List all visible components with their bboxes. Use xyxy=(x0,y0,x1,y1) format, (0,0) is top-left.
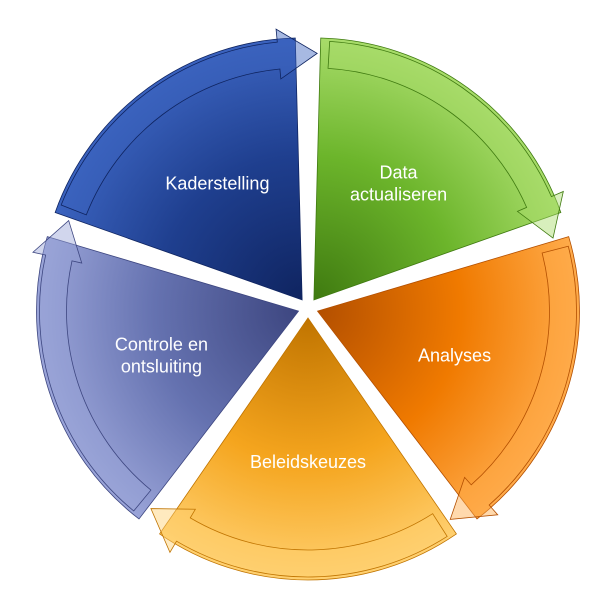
segment-wedge xyxy=(36,236,300,520)
segment-wedge xyxy=(316,236,580,520)
arrow-icon xyxy=(32,219,152,512)
segment-wedge xyxy=(54,37,303,301)
label-line: Analyses xyxy=(418,346,491,366)
segment-beleidskeuzes: Beleidskeuzes xyxy=(150,317,457,581)
segment-label: Kaderstelling xyxy=(165,173,269,193)
segment-label: Beleidskeuzes xyxy=(250,452,366,472)
arrow-icon xyxy=(449,245,577,520)
label-line: Kaderstelling xyxy=(165,173,269,193)
label-line: Beleidskeuzes xyxy=(250,452,366,472)
arrow-icon xyxy=(60,28,318,216)
segment-wedge xyxy=(159,317,457,581)
segment-kaderstelling: Kaderstelling xyxy=(54,28,318,301)
arrow-icon xyxy=(150,508,448,578)
label-line: ontsluiting xyxy=(121,357,202,377)
segment-label: Analyses xyxy=(418,346,491,366)
label-line: Data xyxy=(380,162,419,182)
label-line: actualiseren xyxy=(350,184,447,204)
segment-analyses: Analyses xyxy=(316,236,580,520)
label-line: Controle en xyxy=(115,335,208,355)
arrow-icon xyxy=(327,40,564,239)
segment-wedge xyxy=(313,37,562,301)
